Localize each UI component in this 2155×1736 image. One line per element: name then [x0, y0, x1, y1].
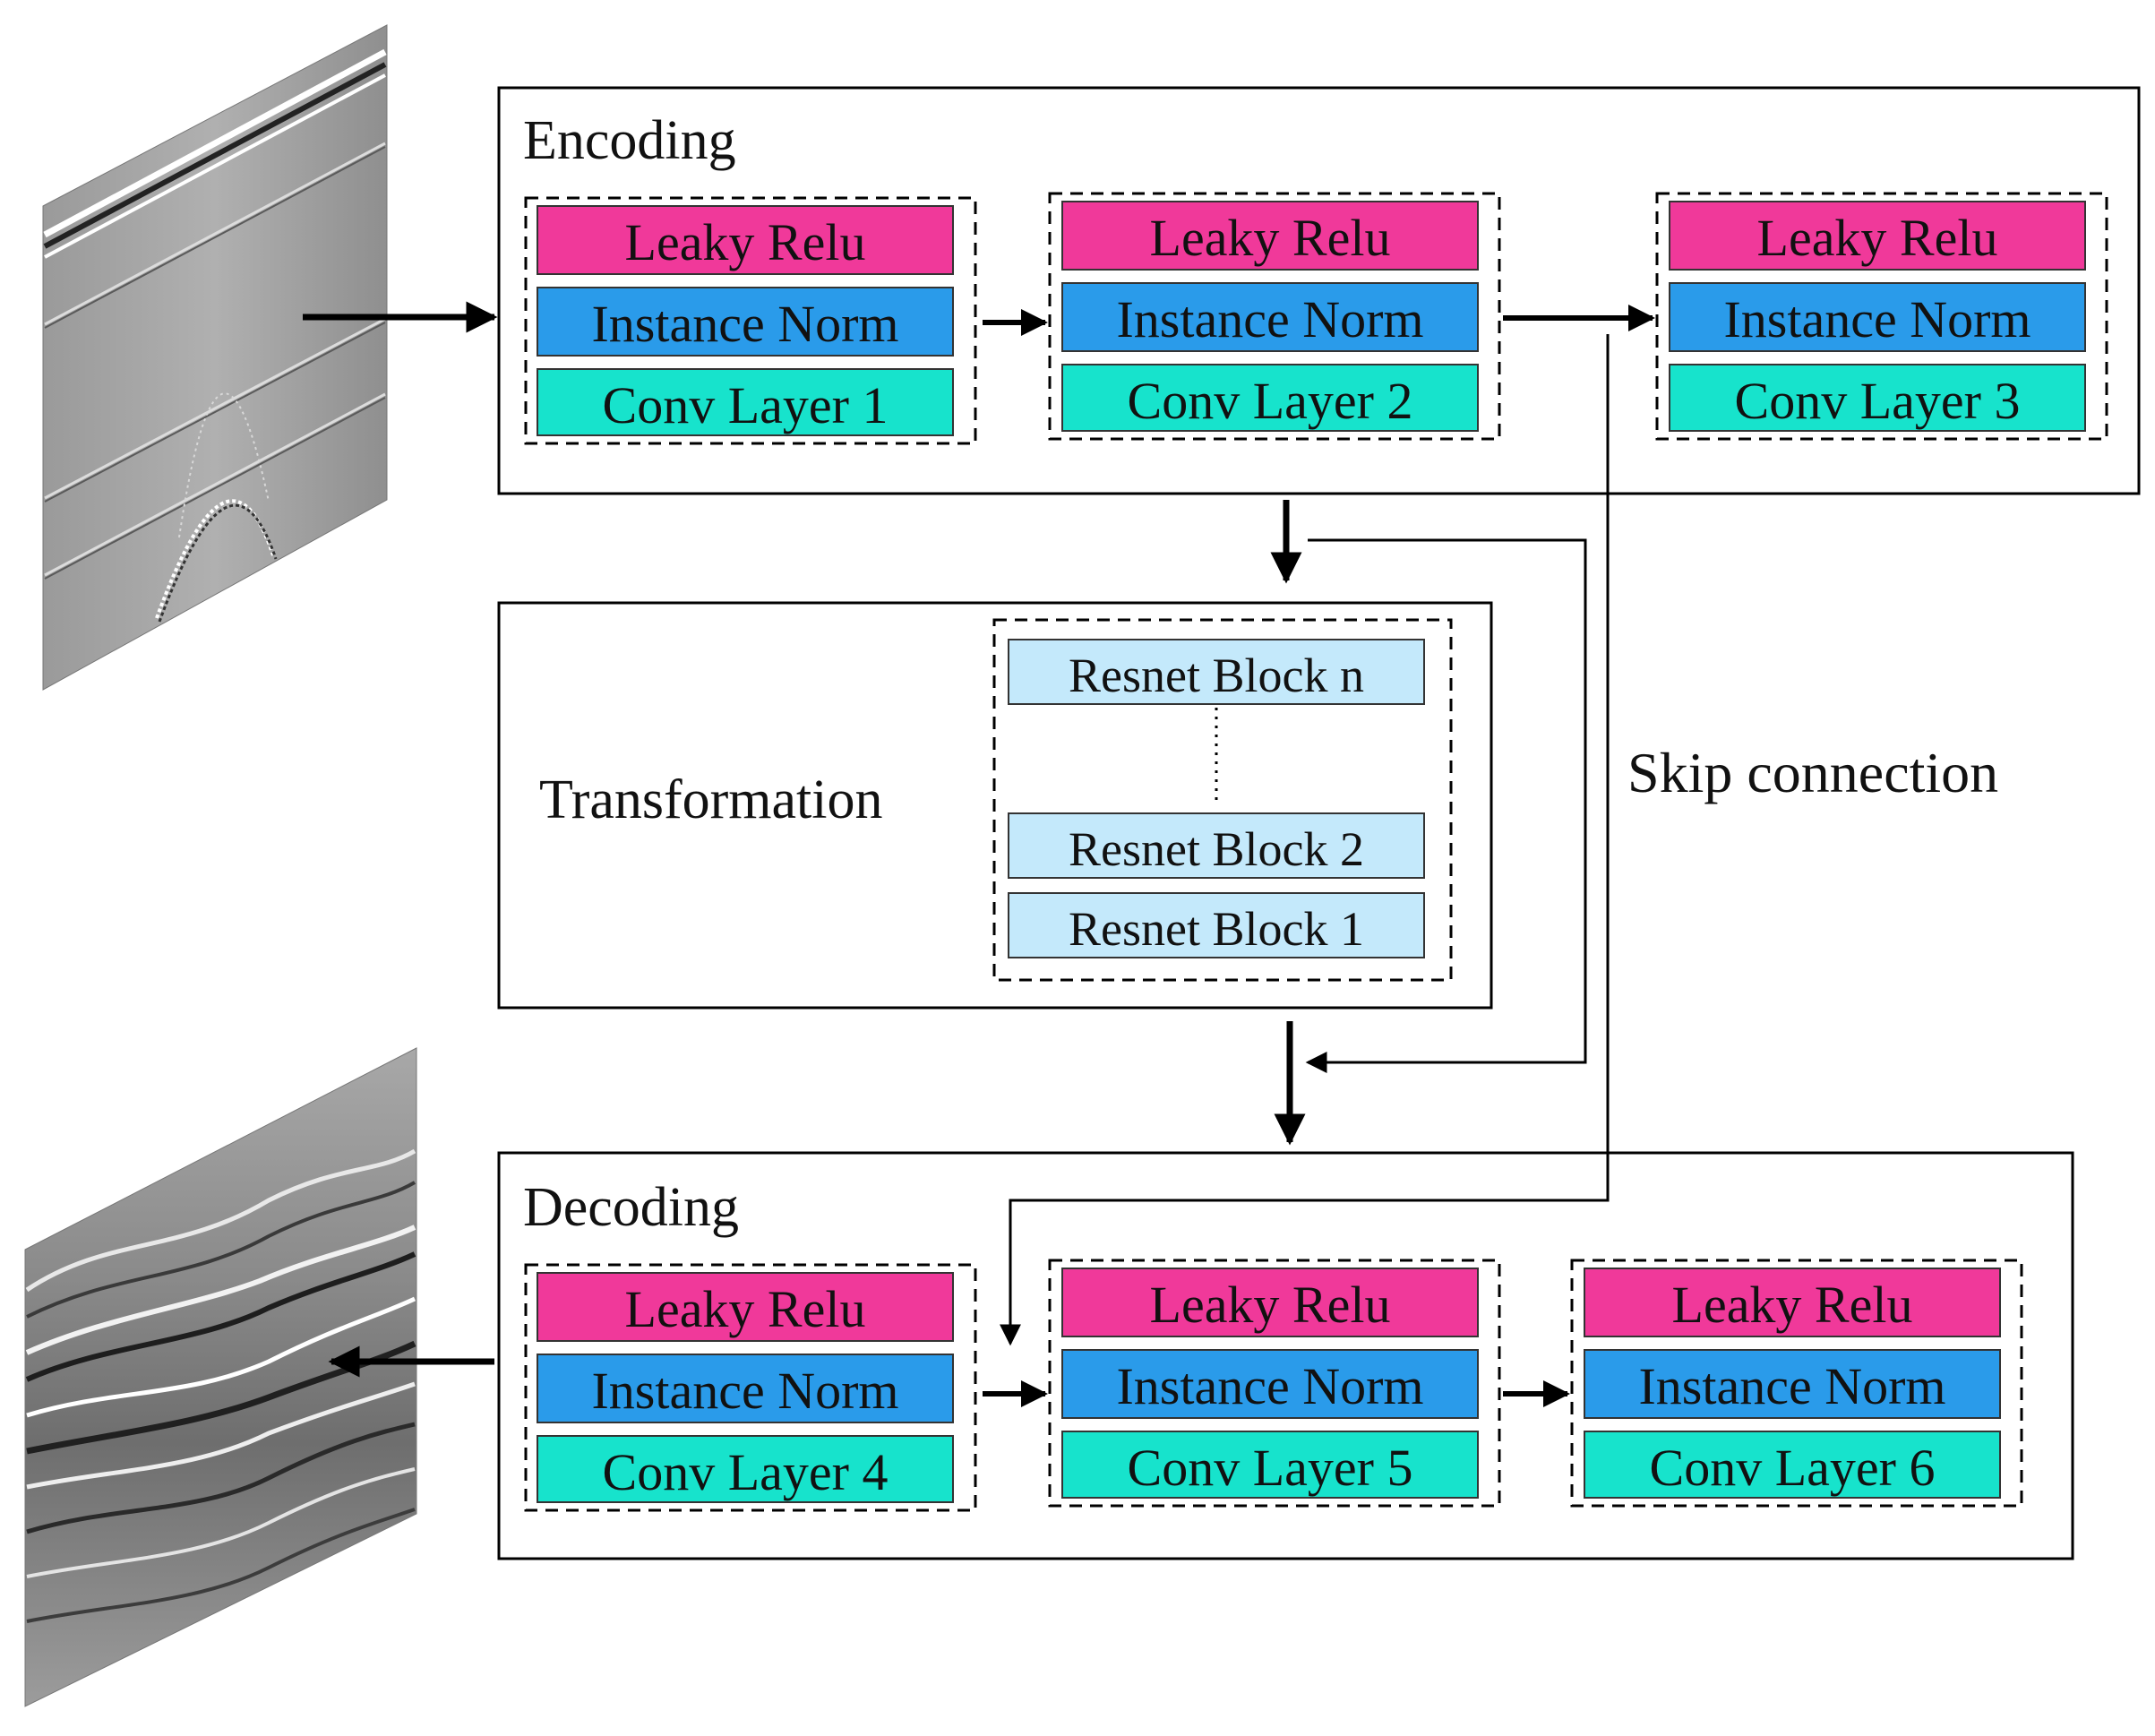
leaky-relu-layer	[1061, 201, 1479, 271]
resnet-block-n	[1008, 639, 1425, 705]
resnet-dashed-frame	[992, 618, 1453, 982]
encoding-section: Encoding Leaky Relu Instance Norm Conv L…	[497, 86, 2141, 495]
instance-norm-label: Instance Norm	[591, 1362, 898, 1420]
instance-norm-label: Instance Norm	[1116, 1357, 1423, 1415]
flow-arrows	[303, 301, 1655, 1407]
block-dashed-frame	[1655, 192, 2108, 441]
instance-norm-label: Instance Norm	[1723, 290, 2031, 348]
conv-layer-label: Conv Layer 4	[603, 1443, 889, 1501]
leaky-relu-layer	[1669, 201, 2086, 271]
conv-layer-label: Conv Layer 3	[1735, 372, 2021, 430]
decoding-title: Decoding	[523, 1177, 739, 1238]
input-seismic-image	[42, 24, 388, 691]
leaky-relu-label: Leaky Relu	[625, 213, 866, 271]
conv-layer-label: Conv Layer 2	[1128, 372, 1413, 430]
encoding-block-3: Leaky Relu Instance Norm Conv Layer 3	[1655, 192, 2108, 441]
output-seismic-image	[24, 1047, 417, 1707]
decoding-section: Decoding Leaky Relu Instance Norm Conv L…	[497, 1151, 2074, 1560]
resnet-block-1	[1008, 892, 1425, 958]
block-dashed-frame	[1570, 1259, 2023, 1508]
resnet-block-2-label: Resnet Block 2	[1069, 822, 1364, 876]
decoding-block-2: Leaky Relu Instance Norm Conv Layer 5	[1048, 1259, 1501, 1508]
resnet-block-2	[1008, 812, 1425, 879]
resnet-block-1-label: Resnet Block 1	[1069, 902, 1364, 956]
block-dashed-frame	[524, 196, 977, 445]
encoding-block-2: Leaky Relu Instance Norm Conv Layer 2	[1048, 192, 1501, 441]
leaky-relu-label: Leaky Relu	[1672, 1276, 1913, 1334]
transformation-skip-path	[1305, 538, 1587, 1073]
leaky-relu-layer	[1061, 1268, 1479, 1337]
block-dashed-frame	[1048, 1259, 1501, 1508]
instance-norm-label: Instance Norm	[1116, 290, 1423, 348]
instance-norm-label: Instance Norm	[1638, 1357, 1945, 1415]
conv-layer	[537, 368, 954, 436]
conv-layer	[1584, 1431, 2001, 1499]
conv-layer	[1061, 364, 1479, 432]
leaky-relu-label: Leaky Relu	[1150, 209, 1391, 267]
block-dashed-frame	[524, 1263, 977, 1512]
instance-norm-layer	[1584, 1349, 2001, 1419]
encoding-block-1: Leaky Relu Instance Norm Conv Layer 1	[524, 196, 977, 445]
block-dashed-frame	[1048, 192, 1501, 441]
conv-layer-label: Conv Layer 6	[1650, 1439, 1936, 1497]
encoding-frame	[497, 86, 2141, 495]
transformation-frame	[497, 601, 1493, 1010]
leaky-relu-layer	[1584, 1268, 2001, 1337]
leaky-relu-label: Leaky Relu	[1150, 1276, 1391, 1334]
conv-layer	[537, 1435, 954, 1503]
instance-norm-layer	[1061, 1349, 1479, 1419]
instance-norm-layer	[1669, 282, 2086, 352]
resnet-block-n-label: Resnet Block n	[1069, 649, 1364, 702]
encoding-title: Encoding	[523, 110, 736, 171]
leaky-relu-layer	[537, 205, 954, 275]
leaky-relu-label: Leaky Relu	[1757, 209, 1998, 267]
instance-norm-layer	[537, 287, 954, 357]
leaky-relu-layer	[537, 1272, 954, 1342]
instance-norm-label: Instance Norm	[591, 295, 898, 353]
decoding-block-1: Leaky Relu Instance Norm Conv Layer 4	[524, 1263, 977, 1512]
instance-norm-layer	[1061, 282, 1479, 352]
decoding-block-3: Leaky Relu Instance Norm Conv Layer 6	[1570, 1259, 2023, 1508]
conv-layer	[1669, 364, 2086, 432]
decoding-frame	[497, 1151, 2074, 1560]
instance-norm-layer	[537, 1354, 954, 1423]
encoder-decoder-skip-path	[1000, 334, 1610, 1346]
transformation-title: Transformation	[539, 769, 882, 830]
skip-connection-label: Skip connection	[1627, 741, 1998, 804]
conv-layer-label: Conv Layer 5	[1128, 1439, 1413, 1497]
conv-layer-label: Conv Layer 1	[603, 376, 889, 434]
conv-layer	[1061, 1431, 1479, 1499]
leaky-relu-label: Leaky Relu	[625, 1280, 866, 1338]
transformation-section: Transformation Resnet Block n Resnet Blo…	[497, 601, 1493, 1010]
